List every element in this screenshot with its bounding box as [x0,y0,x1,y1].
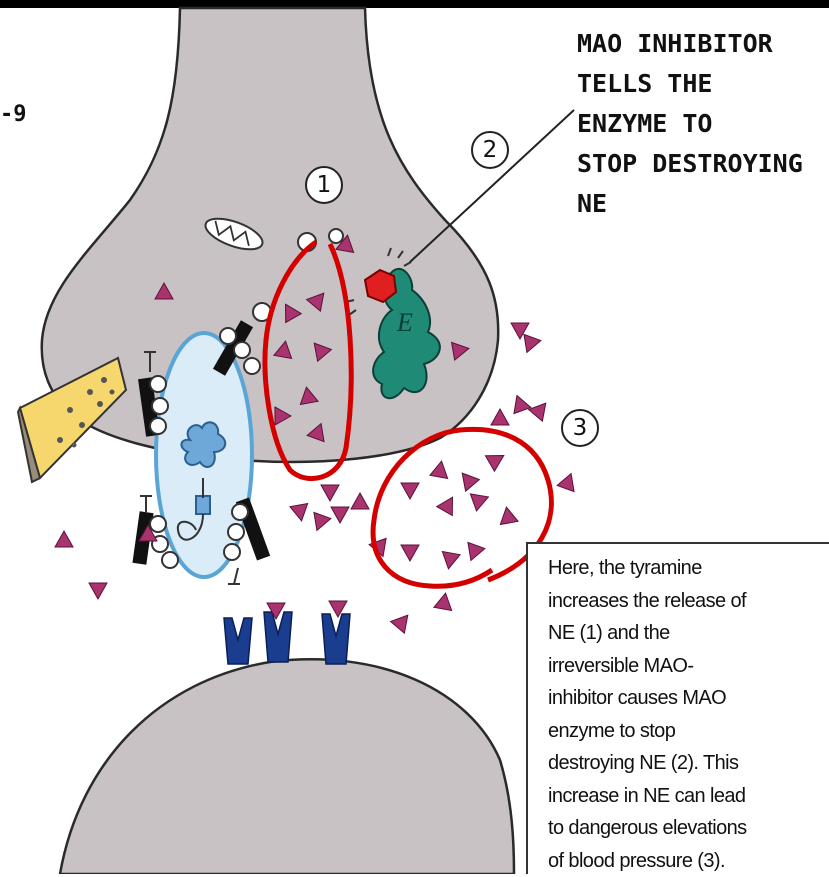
edge-label: -9 [0,102,27,127]
vesicle [329,229,343,243]
ne-molecule [508,392,530,413]
ne-molecule [401,545,419,561]
ne-molecule [462,542,484,563]
ne-molecule [290,504,311,523]
ne-molecule [485,448,508,472]
caption-line: to dangerous elevations [548,812,821,845]
ne-molecule [401,483,419,499]
heading-line: NE [577,184,829,224]
heading-line: TELLS THE [577,64,829,104]
caption-line: irreversible MAO- [548,650,821,683]
ne-molecule [89,583,107,599]
ne-molecule [351,493,369,509]
postsynaptic-neuron [60,659,514,874]
highlight-synapse [373,429,551,586]
receptor-icon [224,612,350,664]
ne-molecule [331,507,349,523]
ne-molecule [529,397,553,421]
enzyme-letter: E [397,308,413,338]
heading-line: MAO INHIBITOR [577,24,829,64]
ne-molecule [491,409,509,425]
caption-line: NE (1) and the [548,617,821,650]
ne-molecule [518,334,540,355]
ne-molecule [470,488,491,510]
caption-box: Here, the tyramine increases the release… [526,542,829,874]
ne-molecule [434,592,455,611]
ne-molecule [498,506,519,525]
caption-line: enzyme to stop [548,715,821,748]
ne-molecule [437,493,461,516]
heading-mao-inhibitor: MAO INHIBITOR TELLS THE ENZYME TO STOP D… [577,24,829,224]
caption-line: Here, the tyramine [548,552,821,585]
caption-line: increase in NE can lead [548,780,821,813]
top-border [0,0,829,8]
caption-line: destroying NE (2). This [548,747,821,780]
ne-molecule [308,512,330,533]
ne-molecule [321,485,339,501]
callout-label-2: 2 [472,132,508,168]
heading-line: STOP DESTROYING [577,144,829,184]
callout-label-3: 3 [562,410,598,446]
caption-line: inhibitor causes MAO [548,682,821,715]
heading-line: ENZYME TO [577,104,829,144]
callout-label-1: 1 [306,167,342,203]
caption-line: of blood pressure (3). [548,845,821,877]
ne-molecule [440,552,461,571]
ne-molecule [55,531,73,547]
ne-molecule [430,460,451,479]
ne-molecule [557,470,579,491]
ne-molecule [455,467,479,491]
caption-line: increases the release of [548,585,821,618]
ne-molecule [391,609,415,633]
